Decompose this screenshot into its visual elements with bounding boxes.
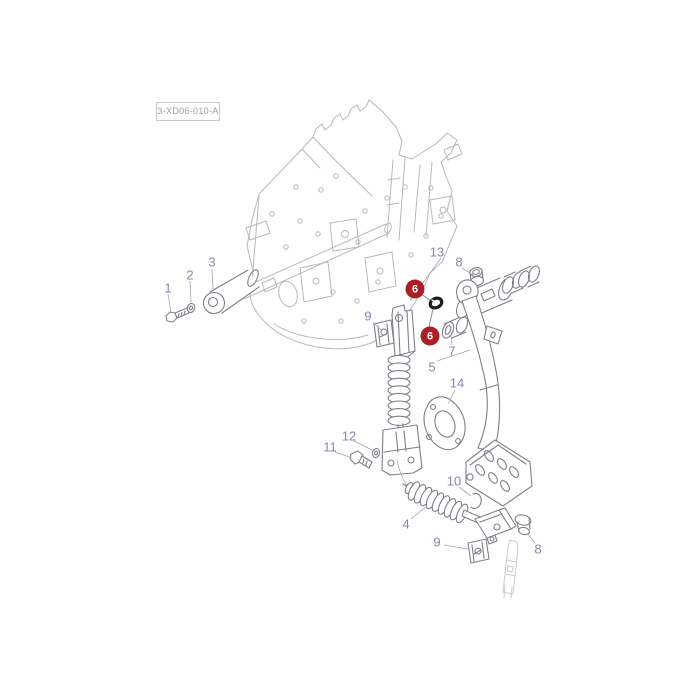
snap-ring-art bbox=[420, 293, 444, 328]
part-callout-11[interactable]: 11 bbox=[323, 439, 337, 455]
part-callout-8-bottom[interactable]: 8 bbox=[534, 541, 542, 557]
part-callout-5[interactable]: 5 bbox=[428, 359, 436, 375]
gasket-plate-art bbox=[423, 396, 466, 451]
selected-part-marker-6b[interactable]: 6 bbox=[420, 326, 440, 346]
faint-lever-art bbox=[502, 539, 519, 600]
part-callout-3[interactable]: 3 bbox=[208, 254, 216, 270]
part-callout-9-bottom[interactable]: 9 bbox=[433, 534, 441, 550]
part-callout-8-top[interactable]: 8 bbox=[455, 254, 463, 270]
part-callout-1[interactable]: 1 bbox=[164, 280, 172, 296]
lower-spring-art bbox=[402, 481, 532, 564]
drawing-code-label: 3-XD06-010-A bbox=[156, 102, 220, 121]
part-callout-12[interactable]: 12 bbox=[341, 428, 357, 444]
selected-part-marker-6a[interactable]: 6 bbox=[405, 279, 425, 299]
part-callout-2[interactable]: 2 bbox=[186, 267, 194, 283]
pedal-arm-art bbox=[456, 279, 533, 507]
part-callout-14[interactable]: 14 bbox=[449, 375, 465, 391]
housing-bracket-art bbox=[227, 99, 463, 350]
part-callout-7[interactable]: 7 bbox=[448, 343, 456, 359]
part-callout-13[interactable]: 13 bbox=[429, 244, 445, 260]
leader-lines bbox=[167, 257, 536, 550]
bolt-washer-tube-art bbox=[165, 269, 260, 323]
upper-spring-art bbox=[349, 304, 423, 492]
part-callout-10[interactable]: 10 bbox=[446, 473, 462, 489]
part-callout-9-top[interactable]: 9 bbox=[364, 308, 372, 324]
part-callout-4[interactable]: 4 bbox=[402, 516, 410, 532]
